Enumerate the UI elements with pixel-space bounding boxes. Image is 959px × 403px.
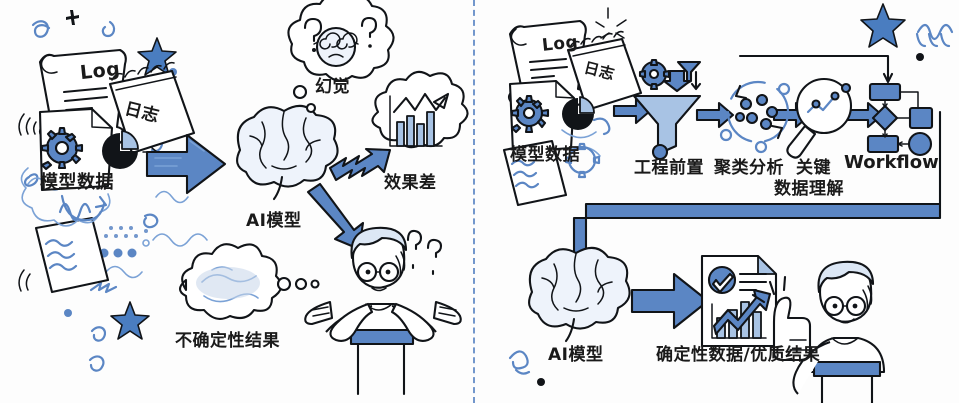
pipeline-label-key-line2: 数据理解: [774, 179, 844, 199]
right-panel-artwork: [502, 3, 954, 403]
uncertain-result-cloud: [178, 243, 320, 320]
cluster-dots-icon: [719, 80, 791, 154]
left-label-hallucination: 幻觉: [315, 77, 350, 97]
decorative-doodles-right: [508, 3, 954, 386]
confused-person-figure: [304, 226, 462, 396]
left-panel-problem-flow: Log 日志 模型数据 AI模型 幻觉 效果差 不确定性结果: [0, 0, 474, 403]
left-label-uncertain-result: 不确定性结果: [175, 331, 280, 351]
right-label-log: Log: [541, 32, 580, 56]
right-panel-solution-flow: Log 日志 模型数据 工程前置 聚类分析 关键 数据理解 Workflow A…: [474, 0, 959, 403]
left-label-poor-effect: 效果差: [384, 173, 437, 193]
squiggle-doc-icon: [502, 139, 568, 207]
left-label-log: Log: [78, 57, 122, 85]
right-label-ai-model: AI模型: [548, 345, 604, 365]
pie-chart-icon: [562, 96, 595, 130]
right-label-result: 确定性数据/优质结果: [656, 345, 821, 365]
pipeline-label-workflow: Workflow: [844, 152, 939, 173]
poor-effect-chart-cloud: [371, 70, 469, 149]
left-panel-artwork: [18, 0, 469, 396]
left-label-ai-model: AI模型: [246, 211, 302, 231]
gear-icon-small: [564, 142, 601, 179]
report-check-chart-icon: [700, 254, 778, 348]
arrow-to-result: [630, 272, 710, 330]
notebook-icon: [566, 30, 643, 112]
panel-divider: [473, 0, 475, 403]
source-documents-cluster-right: [502, 19, 643, 207]
gear-icon: [510, 94, 550, 134]
ai-brain-icon: [236, 104, 339, 201]
magnifier-chart-icon: [786, 77, 853, 159]
thumbs-up-icon: [751, 275, 812, 362]
ai-brain-icon: [528, 246, 631, 343]
pipeline-label-engineering-preprocess: 工程前置: [634, 158, 704, 178]
source-documents-cluster: [20, 48, 196, 294]
gear-icon: [40, 126, 84, 171]
left-label-model-data: 模型数据: [40, 172, 114, 193]
bar-series: [396, 111, 435, 147]
pipeline-label-cluster-analysis: 聚类分析: [714, 158, 784, 178]
model-data-doc-icon: [38, 107, 114, 192]
process-arrow-icon: [145, 133, 227, 195]
flowchart-icon: [738, 54, 934, 157]
happy-person-figure: [751, 260, 886, 403]
hallucination-thought-cloud: [287, 0, 395, 114]
arrow-to-poor-effect: [328, 147, 392, 182]
notebook-icon: [108, 61, 196, 155]
squiggle-doc-icon: [34, 216, 110, 294]
model-data-doc-icon: [508, 79, 576, 154]
funnel-gear-icon: [632, 58, 702, 161]
pipeline-label-key-line1: 关键: [796, 158, 831, 178]
right-label-model-data: 模型数据: [510, 145, 580, 165]
